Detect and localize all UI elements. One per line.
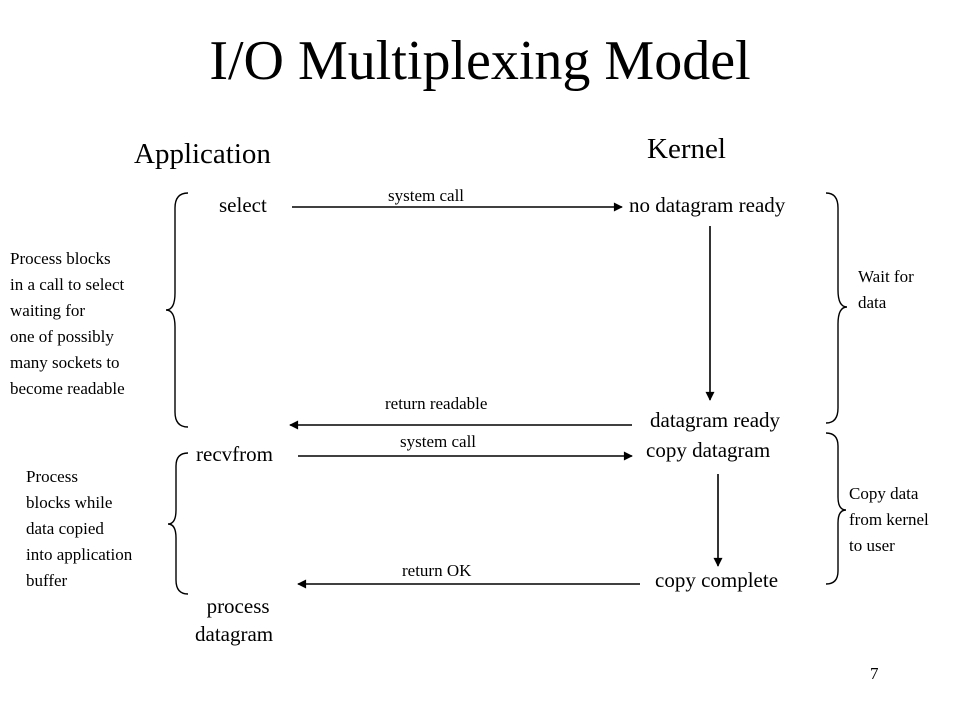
note-wait-for-data: Wait for data [858,264,914,316]
note-line: waiting for [10,301,86,320]
slide-title: I/O Multiplexing Model [209,30,751,92]
note-line: in a call to select [10,275,125,294]
note-line: into application [26,545,133,564]
note-line: Process [26,467,78,486]
note-line: one of possibly [10,327,114,346]
step-copy-complete: copy complete [655,568,779,592]
note-line: Process blocks [10,249,111,268]
note-line: buffer [26,571,68,590]
note-line: many sockets to [10,353,120,372]
note-line: blocks while [26,493,113,512]
note-line: to user [849,536,895,555]
label-system-call-2: system call [400,432,477,451]
label-system-call-1: system call [388,186,465,205]
step-no-datagram-ready: no datagram ready [629,193,786,217]
step-process-datagram: process datagram [195,592,273,648]
note-process-blocks-select: Process blocks in a call to select waiti… [10,246,125,402]
note-process-blocks-copy: Process blocks while data copied into ap… [26,464,132,594]
right-brace-wait [825,192,848,424]
note-copy-data: Copy data from kernel to user [849,481,929,559]
label-return-ok: return OK [402,561,472,580]
step-recvfrom: recvfrom [196,442,273,466]
right-brace-copy [825,432,847,585]
note-line: from kernel [849,510,929,529]
step-select: select [219,193,267,217]
step-process-line-2: datagram [195,622,274,646]
step-copy-datagram: copy datagram [646,438,771,462]
note-line: data copied [26,519,104,538]
note-line: Copy data [849,484,919,503]
application-column-label: Application [134,138,271,170]
kernel-column-label: Kernel [647,133,726,165]
note-line: Wait for [858,267,914,286]
step-process-line-1: process [206,594,270,618]
step-datagram-ready: datagram ready [650,408,781,432]
note-line: become readable [10,379,125,398]
note-line: data [858,293,887,312]
left-brace-select [165,192,189,428]
label-return-readable: return readable [385,394,488,413]
page-number: 7 [870,664,879,683]
left-brace-copy [167,452,189,595]
